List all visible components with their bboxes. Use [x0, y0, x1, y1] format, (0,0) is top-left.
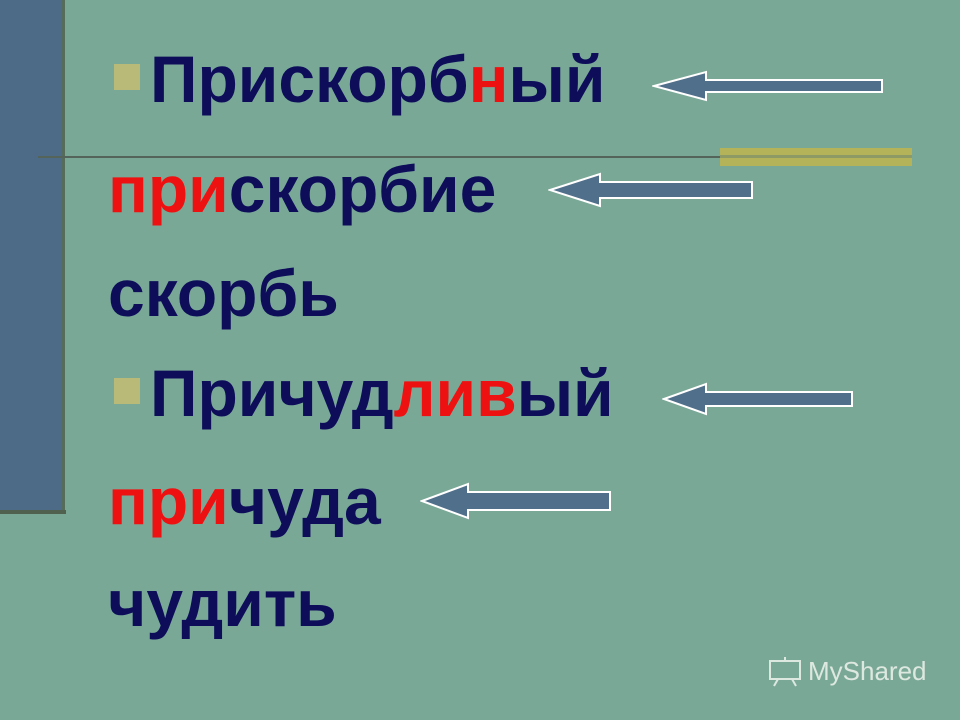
word-highlight: при: [108, 464, 229, 538]
watermark-text: MyShared: [808, 656, 927, 686]
divider-line: [38, 156, 912, 158]
watermark: MyShared: [768, 656, 927, 687]
left-arrow-icon: [662, 382, 853, 416]
word-part: ый: [508, 42, 606, 116]
word-highlight: н: [468, 42, 509, 116]
word-line-3: скорбь: [108, 256, 339, 330]
word-highlight: лив: [393, 356, 517, 430]
word-part: Прискорб: [150, 42, 469, 116]
word-line-1: Прискорбный: [150, 44, 605, 114]
word-line-6: чудить: [108, 566, 337, 640]
left-arrow-icon: [420, 482, 611, 520]
word-part: чуда: [228, 464, 381, 538]
left-arrow-icon: [548, 172, 753, 208]
word-line-4: Причудливый: [150, 358, 614, 428]
word-line-2: прискорбие: [108, 154, 496, 224]
word-highlight: при: [108, 152, 229, 226]
word-part: скорбие: [228, 152, 497, 226]
bullet-square: [114, 64, 140, 90]
bullet-square: [114, 378, 140, 404]
word-line-5: причуда: [108, 466, 381, 536]
presentation-icon: [769, 656, 801, 686]
word-part: ый: [516, 356, 614, 430]
left-arrow-icon: [652, 70, 883, 102]
word-part: Причуд: [150, 356, 394, 430]
accent-bar: [720, 148, 912, 166]
sidebar-shadow: [0, 510, 66, 514]
left-sidebar-bar: [0, 0, 65, 510]
